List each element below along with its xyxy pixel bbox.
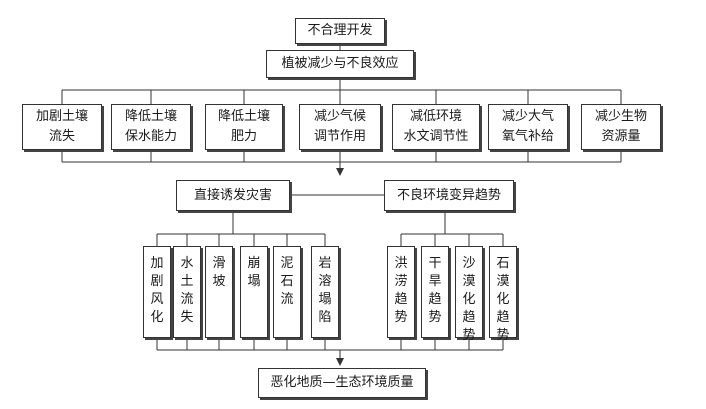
effect-line1: 减少大气 <box>501 109 554 124</box>
effect-box: 加剧土壤 流失 <box>22 104 102 150</box>
adverse-trend-box: 不良环境变异趋势 <box>384 180 514 211</box>
effect-box: 降低土壤 肥力 <box>205 104 283 150</box>
disaster-box: 水土流失 <box>173 246 201 338</box>
second-label: 植被减少与不良效应 <box>281 56 399 71</box>
effect-line2: 流失 <box>48 129 75 144</box>
effect-line2: 氧气补给 <box>501 129 554 144</box>
effect-line1: 减少气候 <box>313 109 366 124</box>
effect-box: 减少生物 资源量 <box>581 104 661 150</box>
disaster-label: 滑坡 <box>212 256 226 289</box>
effect-line1: 降低土壤 <box>124 109 177 124</box>
trend-label: 沙漠化趋势 <box>462 256 476 343</box>
disaster-box: 岩溶塌陷 <box>311 246 339 338</box>
top-label: 不合理开发 <box>307 23 373 38</box>
effect-box: 减低环境 水文调节性 <box>392 104 480 150</box>
effect-box: 减少大气 氧气补给 <box>488 104 568 150</box>
effect-line2: 资源量 <box>601 129 641 144</box>
effect-line1: 减少生物 <box>594 109 647 124</box>
disaster-label: 加剧风化 <box>150 256 164 325</box>
disaster-label: 水土流失 <box>180 256 194 325</box>
effect-line2: 水文调节性 <box>403 129 469 144</box>
second-box: 植被减少与不良效应 <box>266 50 414 78</box>
disaster-box: 崩塌 <box>240 246 268 338</box>
trend-label: 洪涝趋势 <box>394 256 408 325</box>
disaster-label: 泥石流 <box>280 256 294 307</box>
effect-line1: 降低土壤 <box>217 109 270 124</box>
effect-box: 降低土壤 保水能力 <box>111 104 191 150</box>
direct-disaster-label: 直接诱发灾害 <box>193 187 272 203</box>
trend-label: 干旱趋势 <box>428 256 442 325</box>
effect-line2: 肥力 <box>230 129 257 144</box>
trend-box: 石漠化趋势 <box>489 246 517 343</box>
top-box: 不合理开发 <box>295 18 385 44</box>
effect-box: 减少气候 调节作用 <box>299 104 381 150</box>
direct-disaster-box: 直接诱发灾害 <box>176 180 290 211</box>
disaster-label: 岩溶塌陷 <box>318 256 332 325</box>
effect-line1: 加剧土壤 <box>35 109 88 124</box>
trend-box: 沙漠化趋势 <box>455 246 483 343</box>
adverse-trend-label: 不良环境变异趋势 <box>396 187 501 203</box>
disaster-label: 崩塌 <box>247 256 261 289</box>
trend-label: 石漠化趋势 <box>496 256 510 343</box>
effect-line2: 调节作用 <box>313 129 366 144</box>
bottom-label: 恶化地质—生态环境质量 <box>270 375 414 390</box>
trend-box: 洪涝趋势 <box>387 246 415 338</box>
effect-line2: 保水能力 <box>124 129 177 144</box>
disaster-box: 加剧风化 <box>143 246 171 338</box>
disaster-box: 滑坡 <box>205 246 233 338</box>
trend-box: 干旱趋势 <box>421 246 449 338</box>
disaster-box: 泥石流 <box>273 246 301 338</box>
effect-line1: 减低环境 <box>409 109 462 124</box>
bottom-box: 恶化地质—生态环境质量 <box>258 368 426 398</box>
